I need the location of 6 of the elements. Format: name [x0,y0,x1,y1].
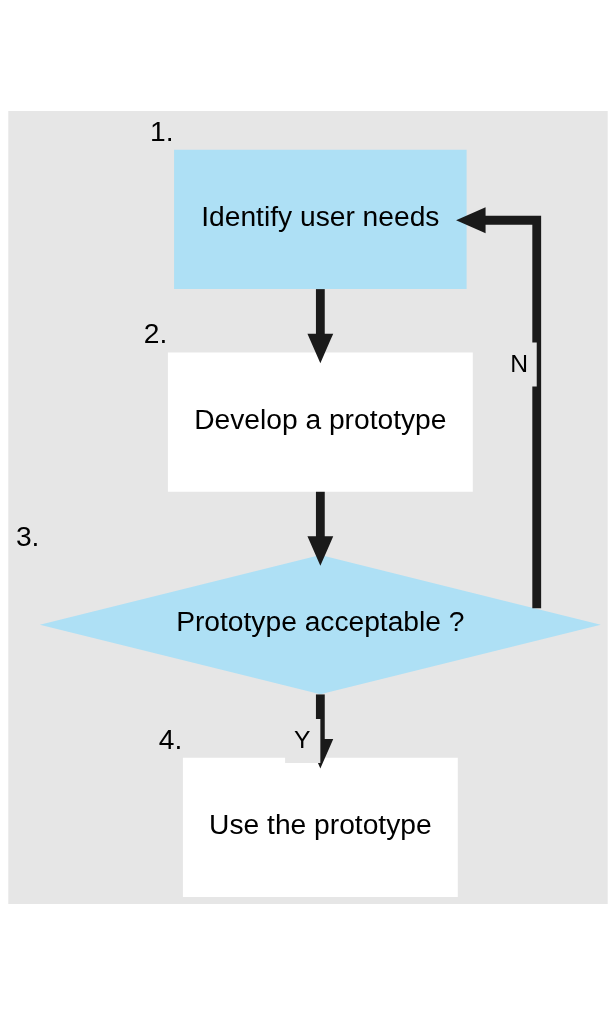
edge-label: Y [293,725,311,753]
node-label: 3. [15,519,40,552]
node-label: 2. [143,316,168,349]
node-label: 1. [149,114,174,147]
node-label: 4. [158,722,183,755]
edge-label: N [510,349,529,377]
